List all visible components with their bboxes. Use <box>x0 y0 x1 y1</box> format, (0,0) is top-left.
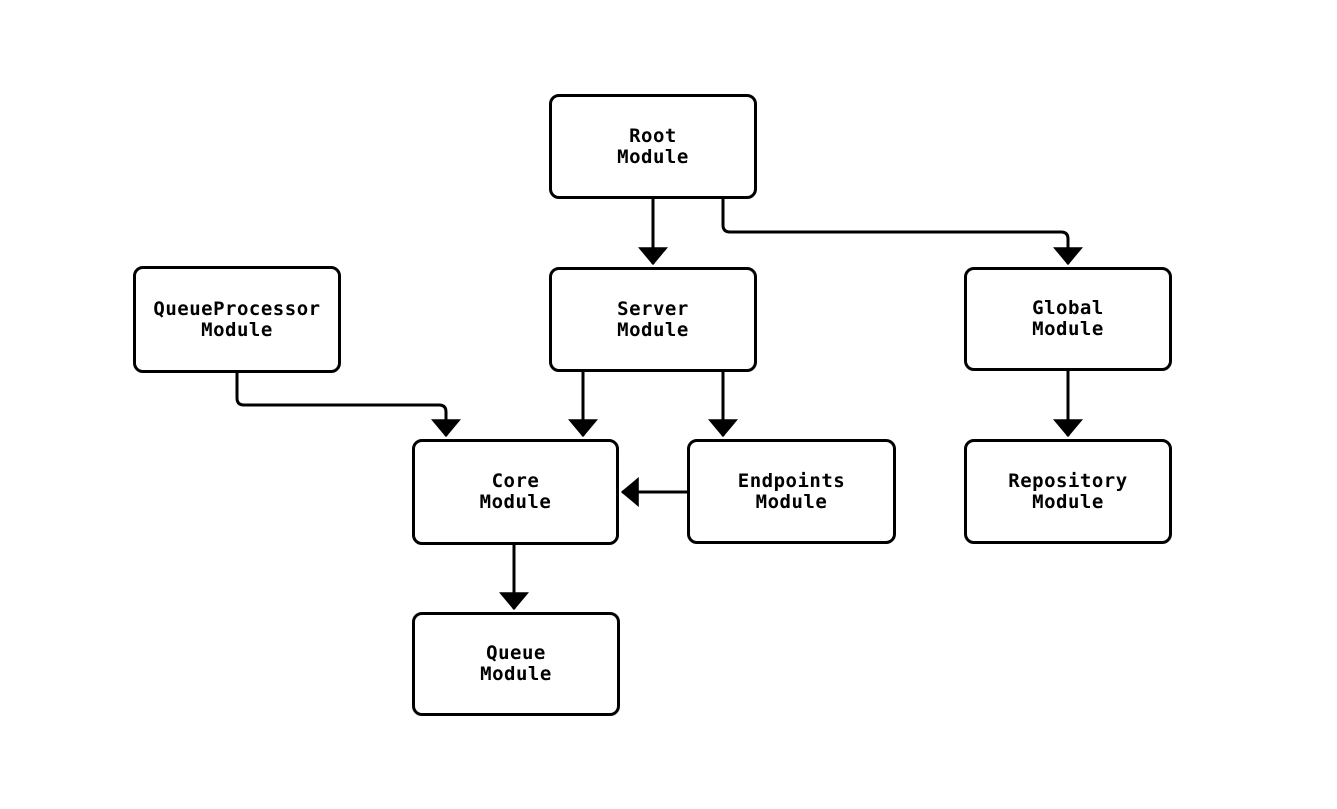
edge-root-to-global <box>721 199 1083 266</box>
node-endpoints-module: Endpoints Module <box>687 439 896 544</box>
node-label: Repository Module <box>1008 469 1128 513</box>
node-queueprocessor-module: QueueProcessor Module <box>133 266 341 373</box>
node-root-module: Root Module <box>549 94 757 199</box>
node-repository-module: Repository Module <box>964 439 1172 544</box>
node-label: Global Module <box>1032 297 1104 340</box>
node-queue-module: Queue Module <box>412 612 620 716</box>
node-label: Server Module <box>617 297 689 341</box>
node-core-module: Core Module <box>412 439 619 545</box>
node-server-module: Server Module <box>549 267 757 372</box>
edge-queueprocessor-to-core <box>235 373 461 438</box>
node-label: Core Module <box>479 470 552 513</box>
node-label: Endpoints Module <box>737 469 846 513</box>
node-global-module: Global Module <box>964 267 1172 371</box>
node-label: Queue Module <box>480 642 552 685</box>
node-label: QueueProcessor Module <box>153 297 321 341</box>
node-label: Root Module <box>617 124 689 168</box>
